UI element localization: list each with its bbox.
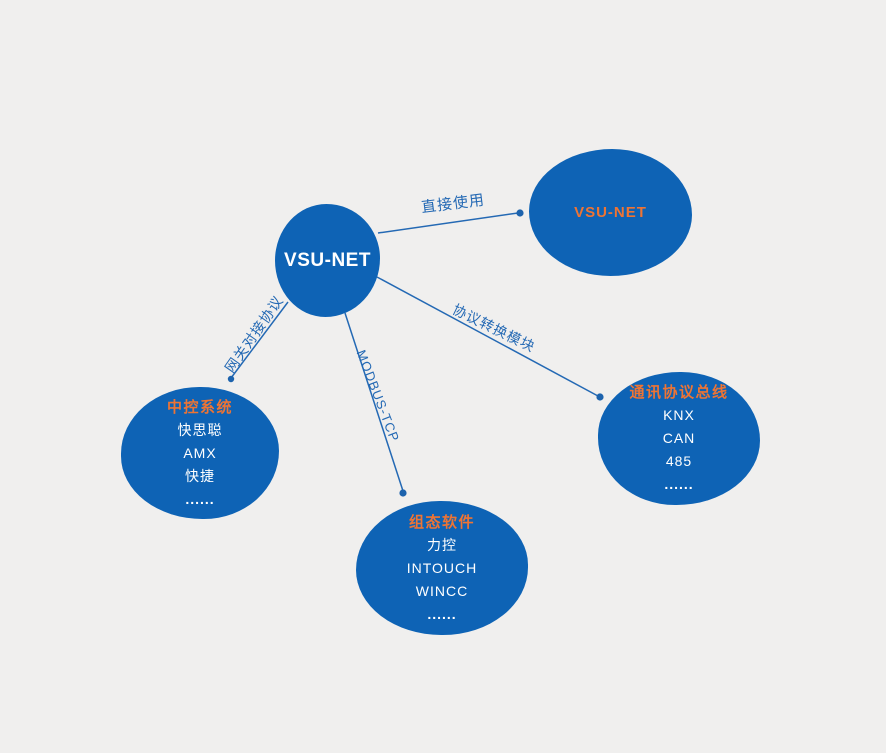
edge-modbus-tcp-line	[344, 312, 404, 492]
node-item: 485	[665, 453, 693, 469]
edge-endpoint-dot	[399, 489, 407, 497]
node-item: INTOUCH	[406, 559, 478, 576]
node-item-ellipsis: ......	[185, 490, 215, 507]
node-item: KNX	[663, 407, 695, 423]
node-protocol-bus[interactable]: 通讯协议总线 KNX CAN 485 ......	[598, 372, 760, 505]
node-item-ellipsis: ......	[664, 476, 694, 492]
node-item-ellipsis: ......	[427, 605, 457, 622]
node-item: 快捷	[185, 467, 215, 484]
edge-direct-use-line	[377, 212, 519, 234]
node-title: VSU-NET	[574, 204, 647, 221]
node-vsu-net-center[interactable]: VSU-NET	[275, 204, 380, 317]
node-item: 力控	[427, 536, 457, 553]
node-central-control-system[interactable]: 中控系统 快思聪 AMX 快捷 ......	[121, 387, 279, 519]
node-item: 快思聪	[177, 421, 223, 438]
edge-endpoint-dot	[227, 375, 235, 383]
edge-endpoint-dot	[516, 209, 524, 217]
node-title: 通讯协议总线	[629, 384, 729, 401]
edge-endpoint-dot	[596, 393, 604, 401]
node-vsu-net-direct[interactable]: VSU-NET	[529, 149, 692, 276]
edge-protocol-converter-line	[376, 276, 599, 397]
node-item: CAN	[662, 430, 696, 446]
node-title: 组态软件	[408, 513, 475, 531]
node-item: AMX	[183, 444, 217, 461]
node-item: WINCC	[415, 582, 469, 599]
node-scada-software[interactable]: 组态软件 力控 INTOUCH WINCC ......	[356, 501, 528, 635]
node-title: VSU-NET	[284, 249, 371, 271]
edge-gateway-protocol-line	[230, 301, 289, 379]
node-title: 中控系统	[166, 398, 233, 416]
